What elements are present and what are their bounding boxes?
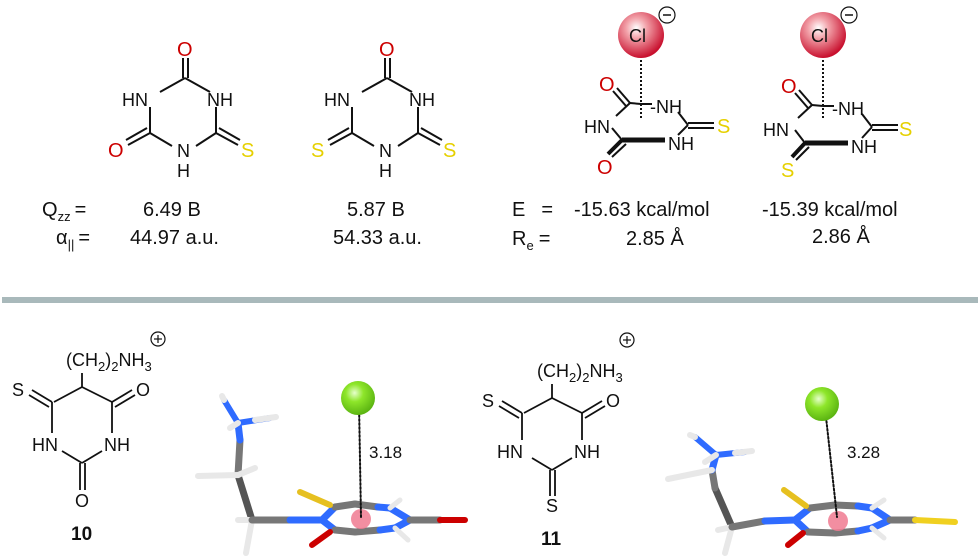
ring-centroid [828,511,848,531]
atom-oxygen: O [597,157,613,179]
atom-nh: -NH [650,97,682,117]
energy-value: -15.63 kcal/mol [574,199,710,221]
atom-chlorine: Cl [811,26,828,46]
atom-sulfur: S [12,380,24,400]
atom-nh: -NH [832,99,864,119]
atom-nh: NH [409,90,435,110]
atom-chlorine: Cl [629,26,646,46]
compound-10-3d-model: 3.18 [195,381,468,556]
energy-value: -15.39 kcal/mol [762,199,898,221]
positive-charge-icon [619,332,635,348]
compound-10-structure: (CH2)2NH3 S O HN NH O 10 [12,331,166,545]
atom-sulfur: S [717,116,730,138]
chloride-sphere [618,12,664,58]
energy-label: E= [512,199,553,221]
compound-number: 11 [541,529,562,550]
atom-nh: NH [207,90,233,110]
atom-nh: NH [851,137,877,157]
atom-h: H [177,161,190,181]
atom-sulfur: S [899,119,912,141]
chloride-complex-1: Cl O -NH HN S NH O [584,6,730,179]
molecule-triazine-oxo-dithioxo [327,58,443,147]
atom-sulfur: S [546,496,558,516]
re-value: 2.85 Å [626,227,684,250]
alpha-label: α||= [56,227,90,252]
chloride-sphere-3d [805,387,839,421]
atom-hn: HN [32,435,58,455]
chloride-sphere [800,12,846,58]
atom-nh: NH [574,442,600,462]
qzz-value: 5.87 B [347,199,405,221]
atom-sulfur: S [241,140,254,162]
distance-line [825,416,838,518]
re-value: 2.86 Å [812,225,870,248]
substituent-label: (CH2)2NH3 [537,361,623,385]
atom-hn: HN [584,117,610,137]
atom-oxygen: O [75,491,89,511]
atom-n: N [379,141,392,161]
atom-hn: HN [324,90,350,110]
atom-oxygen: O [379,39,395,61]
compound-11-structure: (CH2)2NH3 S O HN NH S 11 [482,332,635,550]
atom-oxygen: O [108,140,124,162]
atom-hn: HN [497,442,523,462]
alpha-value: 54.33 a.u. [333,227,422,249]
atom-hn: HN [763,120,789,140]
atom-nh: NH [668,134,694,154]
atom-sulfur: S [443,140,456,162]
chloride-complex-2: Cl O -NH HN S NH S [763,6,912,182]
positive-charge-icon [150,331,166,347]
panel-divider [2,297,978,303]
compound-11-3d-model: 3.28 [665,387,958,556]
atom-oxygen: O [599,74,615,96]
distance-label: 3.18 [369,443,402,462]
atom-nh: NH [104,435,130,455]
chloride-sphere-3d [341,381,375,415]
atom-oxygen: O [781,76,797,98]
atom-oxygen: O [136,380,150,400]
atom-n: N [177,141,190,161]
atom-sulfur: S [781,160,794,182]
ring-centroid [351,509,371,529]
atom-hn: HN [122,90,148,110]
qzz-label: Qzz= [42,199,86,224]
substituent-label: (CH2)2NH3 [66,350,152,374]
alpha-value: 44.97 a.u. [130,227,219,249]
qzz-value: 6.49 B [143,199,201,221]
atom-oxygen: O [606,391,620,411]
compound-number: 10 [71,524,92,545]
molecule-triazine-dioxo-thioxo [125,58,241,147]
atom-sulfur: S [311,140,324,162]
distance-label: 3.28 [847,443,880,462]
atom-sulfur: S [482,391,494,411]
re-label: Re= [512,228,550,253]
atom-h: H [379,161,392,181]
distance-line [358,402,362,518]
atom-oxygen: O [177,39,193,61]
